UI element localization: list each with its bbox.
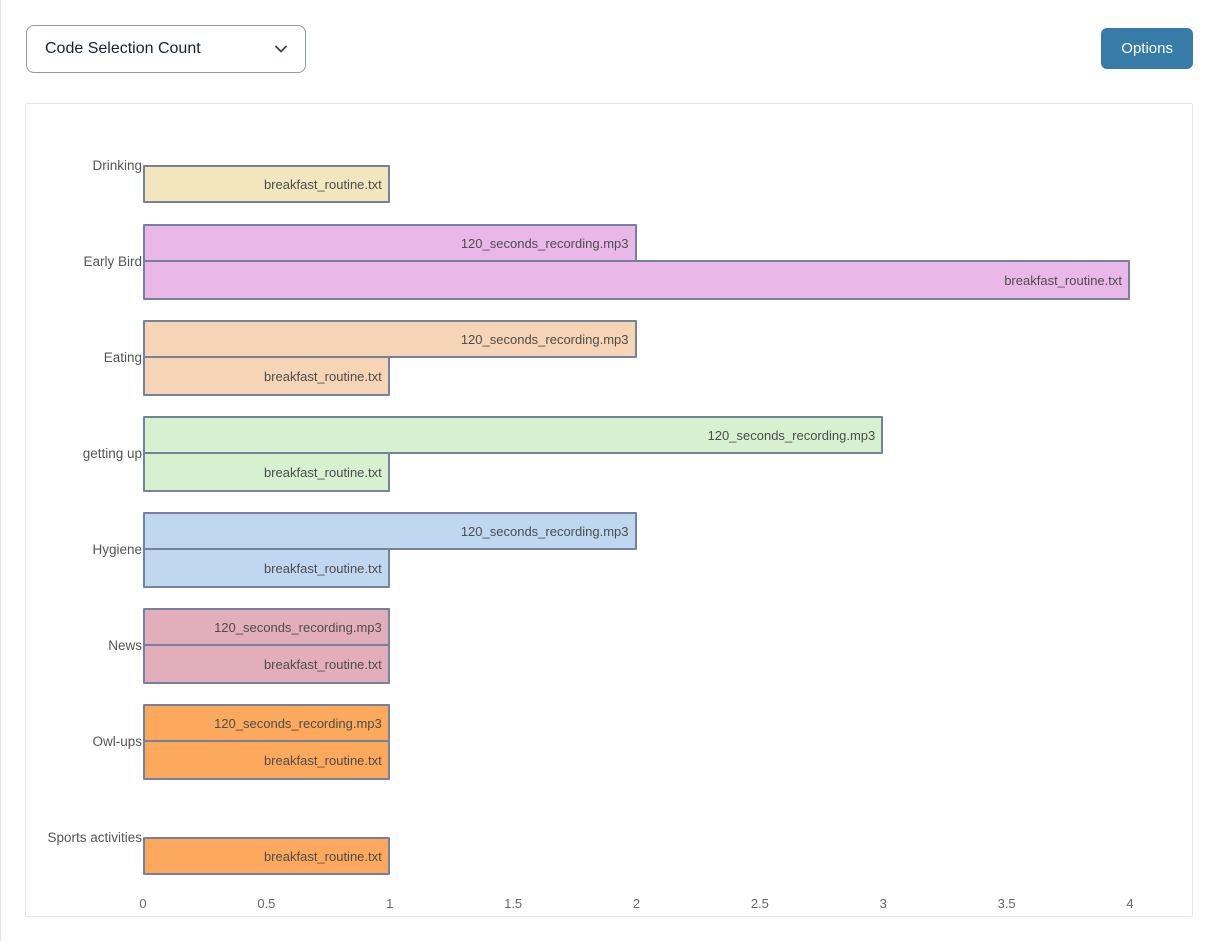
bar-slot: 120_seconds_recording.mp3 [143,416,1130,454]
bar[interactable]: breakfast_routine.txt [143,165,390,203]
metric-selector-value: Code Selection Count [45,40,201,57]
category-label: Hygiene [92,541,142,557]
bar-label: breakfast_routine.txt [263,176,382,192]
category-row: Hygiene 120_seconds_recording.mp3 breakfas… [26,501,1192,597]
category-row: News 120_seconds_recording.mp3 breakfast_r… [26,597,1192,693]
x-axis-tick: 3.5 [997,896,1016,911]
bar-label: breakfast_routine.txt [263,368,382,384]
category-bars: 120_seconds_recording.mp3 breakfast_routi… [143,224,1130,300]
bar-slot: 120_seconds_recording.mp3 [143,320,1130,358]
x-axis-tick: 1.5 [504,896,523,911]
bar-label: breakfast_routine.txt [263,464,382,480]
x-axis-tick: 3 [879,896,887,911]
bar[interactable]: 120_seconds_recording.mp3 [143,608,390,646]
x-axis-tick: 4 [1126,896,1134,911]
category-bars: 120_seconds_recording.mp3 breakfast_routi… [143,320,1130,396]
bar[interactable]: breakfast_routine.txt [143,740,390,780]
category-bars: 120_seconds_recording.mp3 breakfast_routi… [143,512,1130,588]
bar-slot: breakfast_routine.txt [143,644,1130,684]
bar-label: 120_seconds_recording.mp3 [460,523,629,539]
bar[interactable]: breakfast_routine.txt [143,644,390,684]
bar[interactable]: 120_seconds_recording.mp3 [143,416,884,454]
bar[interactable]: 120_seconds_recording.mp3 [143,704,390,742]
bar-slot [143,127,1130,165]
bar-slot: 120_seconds_recording.mp3 [143,704,1130,742]
category-bars: 120_seconds_recording.mp3 breakfast_routi… [143,608,1130,684]
bar-slot: 120_seconds_recording.mp3 [143,608,1130,646]
bar-label: 120_seconds_recording.mp3 [460,331,629,347]
bar-label: breakfast_routine.txt [263,848,382,864]
category-label: Owl-ups [92,733,142,749]
bar[interactable]: breakfast_routine.txt [143,260,1130,300]
category-bars: 120_seconds_recording.mp3 breakfast_routi… [143,416,1130,492]
bar[interactable]: breakfast_routine.txt [143,548,390,588]
bar-label: breakfast_routine.txt [263,752,382,768]
bar-slot: breakfast_routine.txt [143,452,1130,492]
chevron-down-icon [271,39,291,59]
bar[interactable]: breakfast_routine.txt [143,837,390,875]
bar-slot: 120_seconds_recording.mp3 [143,512,1130,550]
bar-slot: breakfast_routine.txt [143,356,1130,396]
bar[interactable]: breakfast_routine.txt [143,452,390,492]
category-label: Sports activities [47,829,142,845]
bar-label: 120_seconds_recording.mp3 [460,235,629,251]
bar[interactable]: 120_seconds_recording.mp3 [143,512,637,550]
category-bars: breakfast_routine.txt [143,127,1130,203]
bar-slot: breakfast_routine.txt [143,260,1130,300]
category-row: Sports activities breakfast_routine.txt [26,789,1192,885]
category-label: Early Bird [83,253,142,269]
category-label: Drinking [92,157,142,173]
bar-slot: breakfast_routine.txt [143,837,1130,875]
category-row: Eating 120_seconds_recording.mp3 breakfast… [26,309,1192,405]
x-axis: 0 0.5 1 1.5 2 2.5 3 3.5 4 [139,891,1134,917]
x-axis-tick: 0.5 [257,896,276,911]
bar-label: breakfast_routine.txt [1004,272,1122,288]
category-row: Drinking breakfast_routine.txt [26,117,1192,213]
bar-slot: breakfast_routine.txt [143,165,1130,203]
bar[interactable]: breakfast_routine.txt [143,356,390,396]
category-bars: breakfast_routine.txt [143,799,1130,875]
bar[interactable]: 120_seconds_recording.mp3 [143,320,637,358]
category-bars: 120_seconds_recording.mp3 breakfast_routi… [143,704,1130,780]
bar-slot: breakfast_routine.txt [143,740,1130,780]
x-axis-tick: 0 [139,896,147,911]
x-axis-tick: 2.5 [750,896,769,911]
bar-slot: 120_seconds_recording.mp3 [143,224,1130,262]
category-label: Eating [103,349,142,365]
bar-label: breakfast_routine.txt [263,656,382,672]
bar-label: 120_seconds_recording.mp3 [214,715,382,731]
category-label: News [108,637,142,653]
bar-label: 120_seconds_recording.mp3 [707,427,876,443]
bar-slot [143,799,1130,837]
options-button[interactable]: Options [1101,28,1193,69]
bar-label: 120_seconds_recording.mp3 [214,619,382,635]
bar-label: breakfast_routine.txt [263,560,382,576]
bar-slot: breakfast_routine.txt [143,548,1130,588]
x-axis-tick: 2 [632,896,641,911]
x-axis-tick: 1 [386,896,394,911]
bar[interactable]: 120_seconds_recording.mp3 [143,224,637,262]
category-row: Owl-ups 120_seconds_recording.mp3 breakfas… [26,693,1192,789]
category-label: getting up [82,445,142,461]
header: Code Selection Count Options [1,0,1217,103]
metric-selector-dropdown[interactable]: Code Selection Count [26,25,306,73]
